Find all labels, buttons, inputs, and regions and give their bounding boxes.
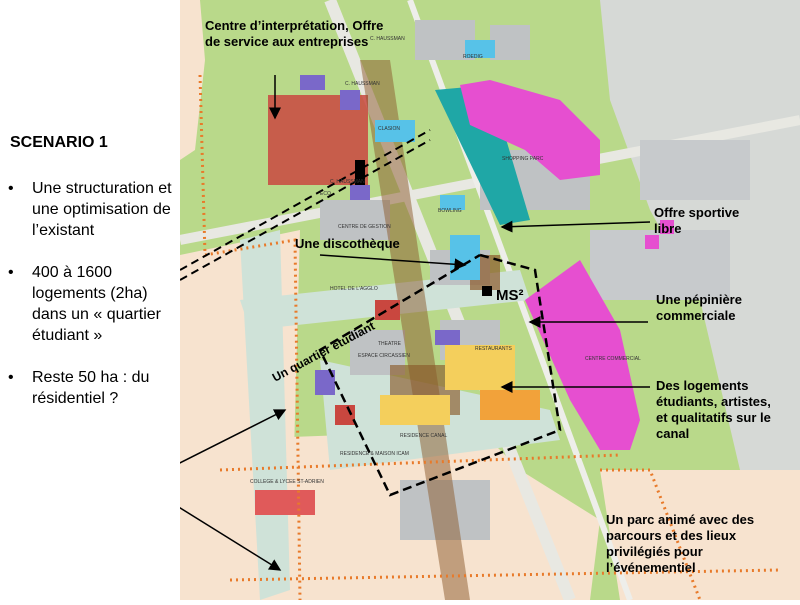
perimeter-west bbox=[198, 74, 302, 601]
scenario-panel: SCENARIO 1 Une structuration et une opti… bbox=[0, 0, 185, 600]
purple-building bbox=[300, 75, 325, 90]
callout-logements: Des logements étudiants, artistes, et qu… bbox=[656, 378, 771, 441]
map-label-eco: ECO bbox=[320, 191, 331, 197]
arrow-sportive bbox=[500, 220, 651, 233]
map-label-centre-commercial: CENTRE COMMERCIAL bbox=[585, 356, 641, 362]
map-label-hotel: HOTEL DE L'AGGLO bbox=[330, 286, 378, 292]
callout-discotheque: Une discothèque bbox=[295, 236, 400, 251]
dashed-boundary-north bbox=[179, 129, 431, 271]
roedig-building bbox=[465, 40, 495, 58]
purple-building bbox=[435, 330, 460, 345]
teal-zone bbox=[435, 85, 530, 225]
centre-commercial-zone bbox=[525, 260, 640, 450]
map-label-clasion: CLASION bbox=[378, 126, 400, 132]
map-label-haussman-2: C. HAUSSMAN bbox=[345, 81, 380, 87]
bullet-structuration: Une structuration et une optimisation de… bbox=[6, 178, 184, 241]
map-label-residence-canal: RESIDENCE CANAL bbox=[400, 433, 447, 439]
map-label-centre-gestion: CENTRE DE GESTION bbox=[338, 224, 391, 230]
purple-building bbox=[350, 185, 370, 200]
site-plan-drawing: C. HAUSSMAN C. HAUSSMAN C. HAUSSMAN ROED… bbox=[139, 0, 800, 603]
clasion-building bbox=[375, 120, 415, 142]
callout-pepiniere: Une pépinière commerciale bbox=[656, 292, 742, 323]
parking-area bbox=[590, 230, 730, 300]
scenario-bullet-list: Une structuration et une optimisation de… bbox=[6, 178, 184, 430]
dashed-boundary-north-2 bbox=[179, 139, 431, 281]
logements-zone bbox=[480, 390, 540, 420]
sand-area-north bbox=[180, 0, 205, 160]
map-label-haussman-1: C. HAUSSMAN bbox=[370, 36, 405, 42]
college-building bbox=[255, 490, 315, 515]
quartier-etudiant-boundary bbox=[318, 253, 562, 497]
sport-block bbox=[660, 220, 674, 234]
marker-bar bbox=[355, 160, 365, 190]
red-building bbox=[335, 405, 355, 425]
brown-corridor bbox=[360, 60, 470, 600]
perimeter-east bbox=[600, 468, 702, 601]
building-block bbox=[320, 200, 390, 240]
map-label-restaurants: RESTAURANTS bbox=[475, 346, 513, 352]
bowling-building bbox=[440, 195, 465, 210]
purple-building bbox=[340, 90, 360, 110]
shopping-parc-zone bbox=[460, 80, 600, 180]
sport-block bbox=[645, 235, 659, 249]
map-label-espace: ESPACE CIRCASSIEN bbox=[358, 353, 410, 359]
theatre-building bbox=[375, 300, 400, 320]
map-label-college: COLLEGE & LYCEE ST-ADRIEN bbox=[250, 479, 324, 485]
map-label-roedig: ROEDIG bbox=[463, 54, 483, 60]
callout-centre-interpretation: Centre d’interprétation, Offre de servic… bbox=[205, 18, 384, 49]
perimeter-middle bbox=[219, 453, 621, 472]
building-block bbox=[490, 25, 530, 60]
parking-area bbox=[640, 140, 750, 200]
map-label-bowling: BOWLING bbox=[438, 208, 462, 214]
callout-ms2: MS² bbox=[496, 287, 524, 304]
ms2-marker bbox=[482, 286, 492, 296]
purple-building bbox=[315, 370, 335, 395]
arrow-discotheque bbox=[319, 254, 467, 271]
bullet-logements: 400 à 1600 logements (2ha) dans un « qua… bbox=[6, 262, 184, 346]
callout-parc: Un parc animé avec des parcours et des l… bbox=[606, 512, 755, 575]
site-map: C. HAUSSMAN C. HAUSSMAN C. HAUSSMAN ROED… bbox=[139, 0, 800, 603]
map-label-residence-maison: RESIDENCE & MAISON ICAM bbox=[340, 451, 409, 457]
residence-zone bbox=[380, 395, 450, 425]
bullet-residentiel: Reste 50 ha : du résidentiel ? bbox=[6, 367, 184, 409]
perimeter-south bbox=[229, 568, 781, 582]
scenario-title: SCENARIO 1 bbox=[10, 134, 108, 151]
map-label-theatre: THEATRE bbox=[378, 341, 402, 347]
map-label-haussman-3: C. HAUSSMAN bbox=[330, 179, 365, 185]
sand-area-southeast bbox=[600, 470, 800, 600]
map-label-shopping: SHOPPING PARC bbox=[502, 156, 544, 162]
callout-offre-sportive: Offre sportive libre bbox=[654, 205, 740, 236]
